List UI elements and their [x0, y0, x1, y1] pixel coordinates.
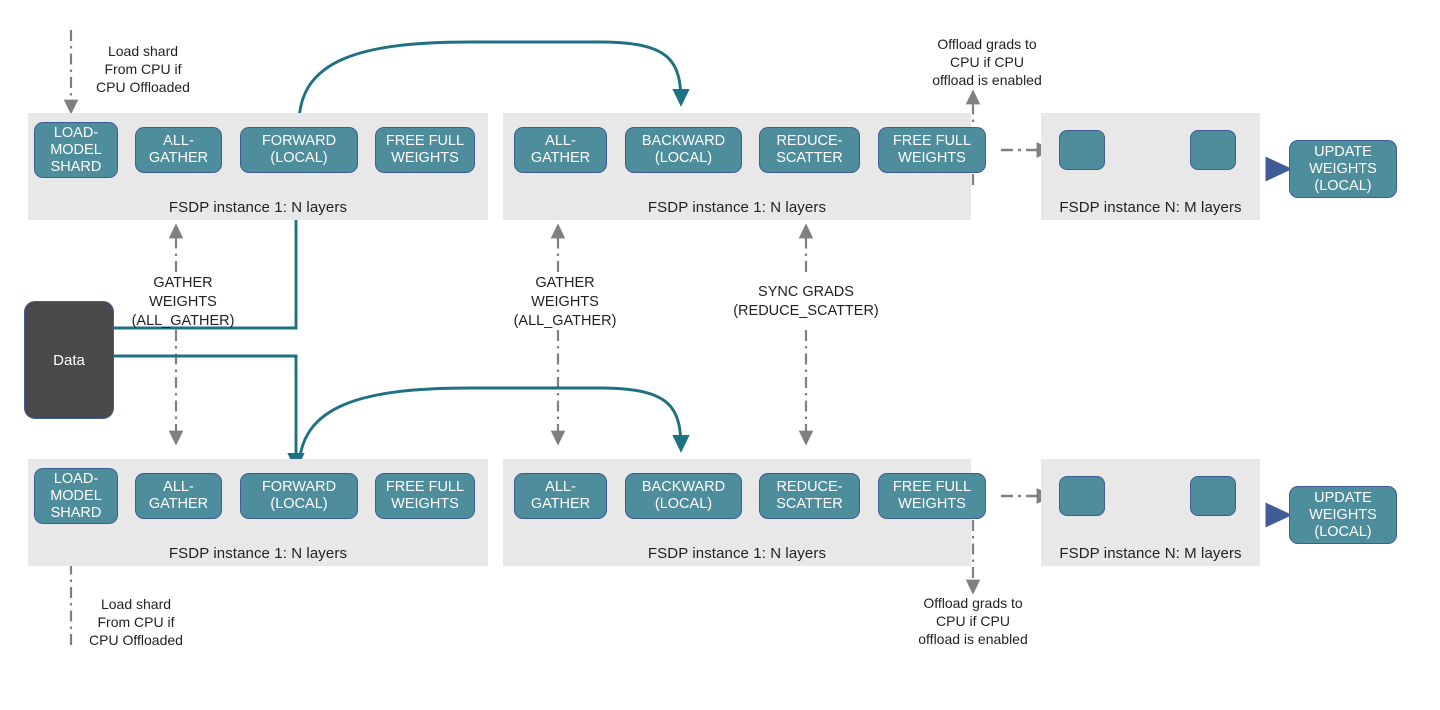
- note-load-shard-top: Load shard From CPU if CPU Offloaded: [96, 43, 190, 95]
- node-label: LOAD- MODEL SHARD: [50, 470, 102, 521]
- node-top-all-gather-2[interactable]: ALL- GATHER: [514, 127, 607, 173]
- node-label: ALL- GATHER: [530, 133, 591, 166]
- node-label: ALL- GATHER: [530, 479, 591, 512]
- node-bottom-instance-n-box-1[interactable]: [1059, 476, 1105, 516]
- note-offload-grads-bottom: Offload grads to CPU if CPU offload is e…: [918, 595, 1028, 647]
- node-top-load-model-shard[interactable]: LOAD- MODEL SHARD: [34, 122, 118, 178]
- node-bottom-instance-n-box-2[interactable]: [1190, 476, 1236, 516]
- node-top-backward-local[interactable]: BACKWARD (LOCAL): [625, 127, 742, 173]
- node-top-instance-n-box-2[interactable]: [1190, 130, 1236, 170]
- node-bottom-free-full-weights-1[interactable]: FREE FULL WEIGHTS: [375, 473, 475, 519]
- node-label: FREE FULL WEIGHTS: [892, 479, 972, 512]
- node-label: FREE FULL WEIGHTS: [385, 133, 465, 166]
- note-load-shard-bottom: Load shard From CPU if CPU Offloaded: [89, 596, 183, 648]
- node-top-forward-local[interactable]: FORWARD (LOCAL): [240, 127, 358, 173]
- node-bottom-update-weights[interactable]: UPDATE WEIGHTS (LOCAL): [1289, 486, 1397, 544]
- node-label: FREE FULL WEIGHTS: [385, 479, 465, 512]
- node-top-free-full-weights-2[interactable]: FREE FULL WEIGHTS: [878, 127, 986, 173]
- node-bottom-reduce-scatter[interactable]: REDUCE- SCATTER: [759, 473, 860, 519]
- node-bottom-all-gather-1[interactable]: ALL- GATHER: [135, 473, 222, 519]
- node-top-update-weights[interactable]: UPDATE WEIGHTS (LOCAL): [1289, 140, 1397, 198]
- node-bottom-load-model-shard[interactable]: LOAD- MODEL SHARD: [34, 468, 118, 524]
- node-label: REDUCE- SCATTER: [776, 479, 843, 512]
- node-top-reduce-scatter[interactable]: REDUCE- SCATTER: [759, 127, 860, 173]
- panel-label-top-1: FSDP instance 1: N layers: [168, 199, 348, 216]
- node-bottom-backward-local[interactable]: BACKWARD (LOCAL): [625, 473, 742, 519]
- node-label: ALL- GATHER: [148, 479, 209, 512]
- node-top-free-full-weights-1[interactable]: FREE FULL WEIGHTS: [375, 127, 475, 173]
- node-label: FORWARD (LOCAL): [261, 479, 337, 512]
- node-top-instance-n-box-1[interactable]: [1059, 130, 1105, 170]
- node-label: BACKWARD (LOCAL): [641, 133, 726, 166]
- forward-to-backward-curve-bottom: [297, 386, 690, 471]
- node-label: UPDATE WEIGHTS (LOCAL): [1309, 143, 1377, 194]
- node-label: FORWARD (LOCAL): [261, 133, 337, 166]
- data-node-label: Data: [53, 351, 85, 369]
- data-node[interactable]: Data: [24, 301, 114, 419]
- panel-label-bottom-2: FSDP instance 1: N layers: [647, 545, 827, 562]
- node-label: UPDATE WEIGHTS (LOCAL): [1309, 489, 1377, 540]
- node-label: BACKWARD (LOCAL): [641, 479, 726, 512]
- node-bottom-free-full-weights-2[interactable]: FREE FULL WEIGHTS: [878, 473, 986, 519]
- panel-label-top-2: FSDP instance 1: N layers: [647, 199, 827, 216]
- node-label: REDUCE- SCATTER: [776, 133, 843, 166]
- panel-label-bottom-1: FSDP instance 1: N layers: [168, 545, 348, 562]
- panel-label-top-3: FSDP instance N: M layers: [1059, 199, 1242, 216]
- annotation-sync-grads: SYNC GRADS (REDUCE_SCATTER): [733, 284, 879, 319]
- panel-label-bottom-3: FSDP instance N: M layers: [1059, 545, 1242, 562]
- node-label: ALL- GATHER: [148, 133, 209, 166]
- node-bottom-forward-local[interactable]: FORWARD (LOCAL): [240, 473, 358, 519]
- node-bottom-all-gather-2[interactable]: ALL- GATHER: [514, 473, 607, 519]
- annotation-gather-weights-mid: GATHER WEIGHTS (ALL_GATHER): [513, 275, 617, 329]
- data-to-forward-bottom-line: [112, 354, 305, 471]
- node-label: LOAD- MODEL SHARD: [50, 124, 102, 175]
- forward-to-backward-curve-top: [297, 40, 690, 125]
- annotation-gather-weights-left: GATHER WEIGHTS (ALL_GATHER): [131, 275, 235, 329]
- node-top-all-gather-1[interactable]: ALL- GATHER: [135, 127, 222, 173]
- note-offload-grads-top: Offload grads to CPU if CPU offload is e…: [932, 36, 1042, 88]
- node-label: FREE FULL WEIGHTS: [892, 133, 972, 166]
